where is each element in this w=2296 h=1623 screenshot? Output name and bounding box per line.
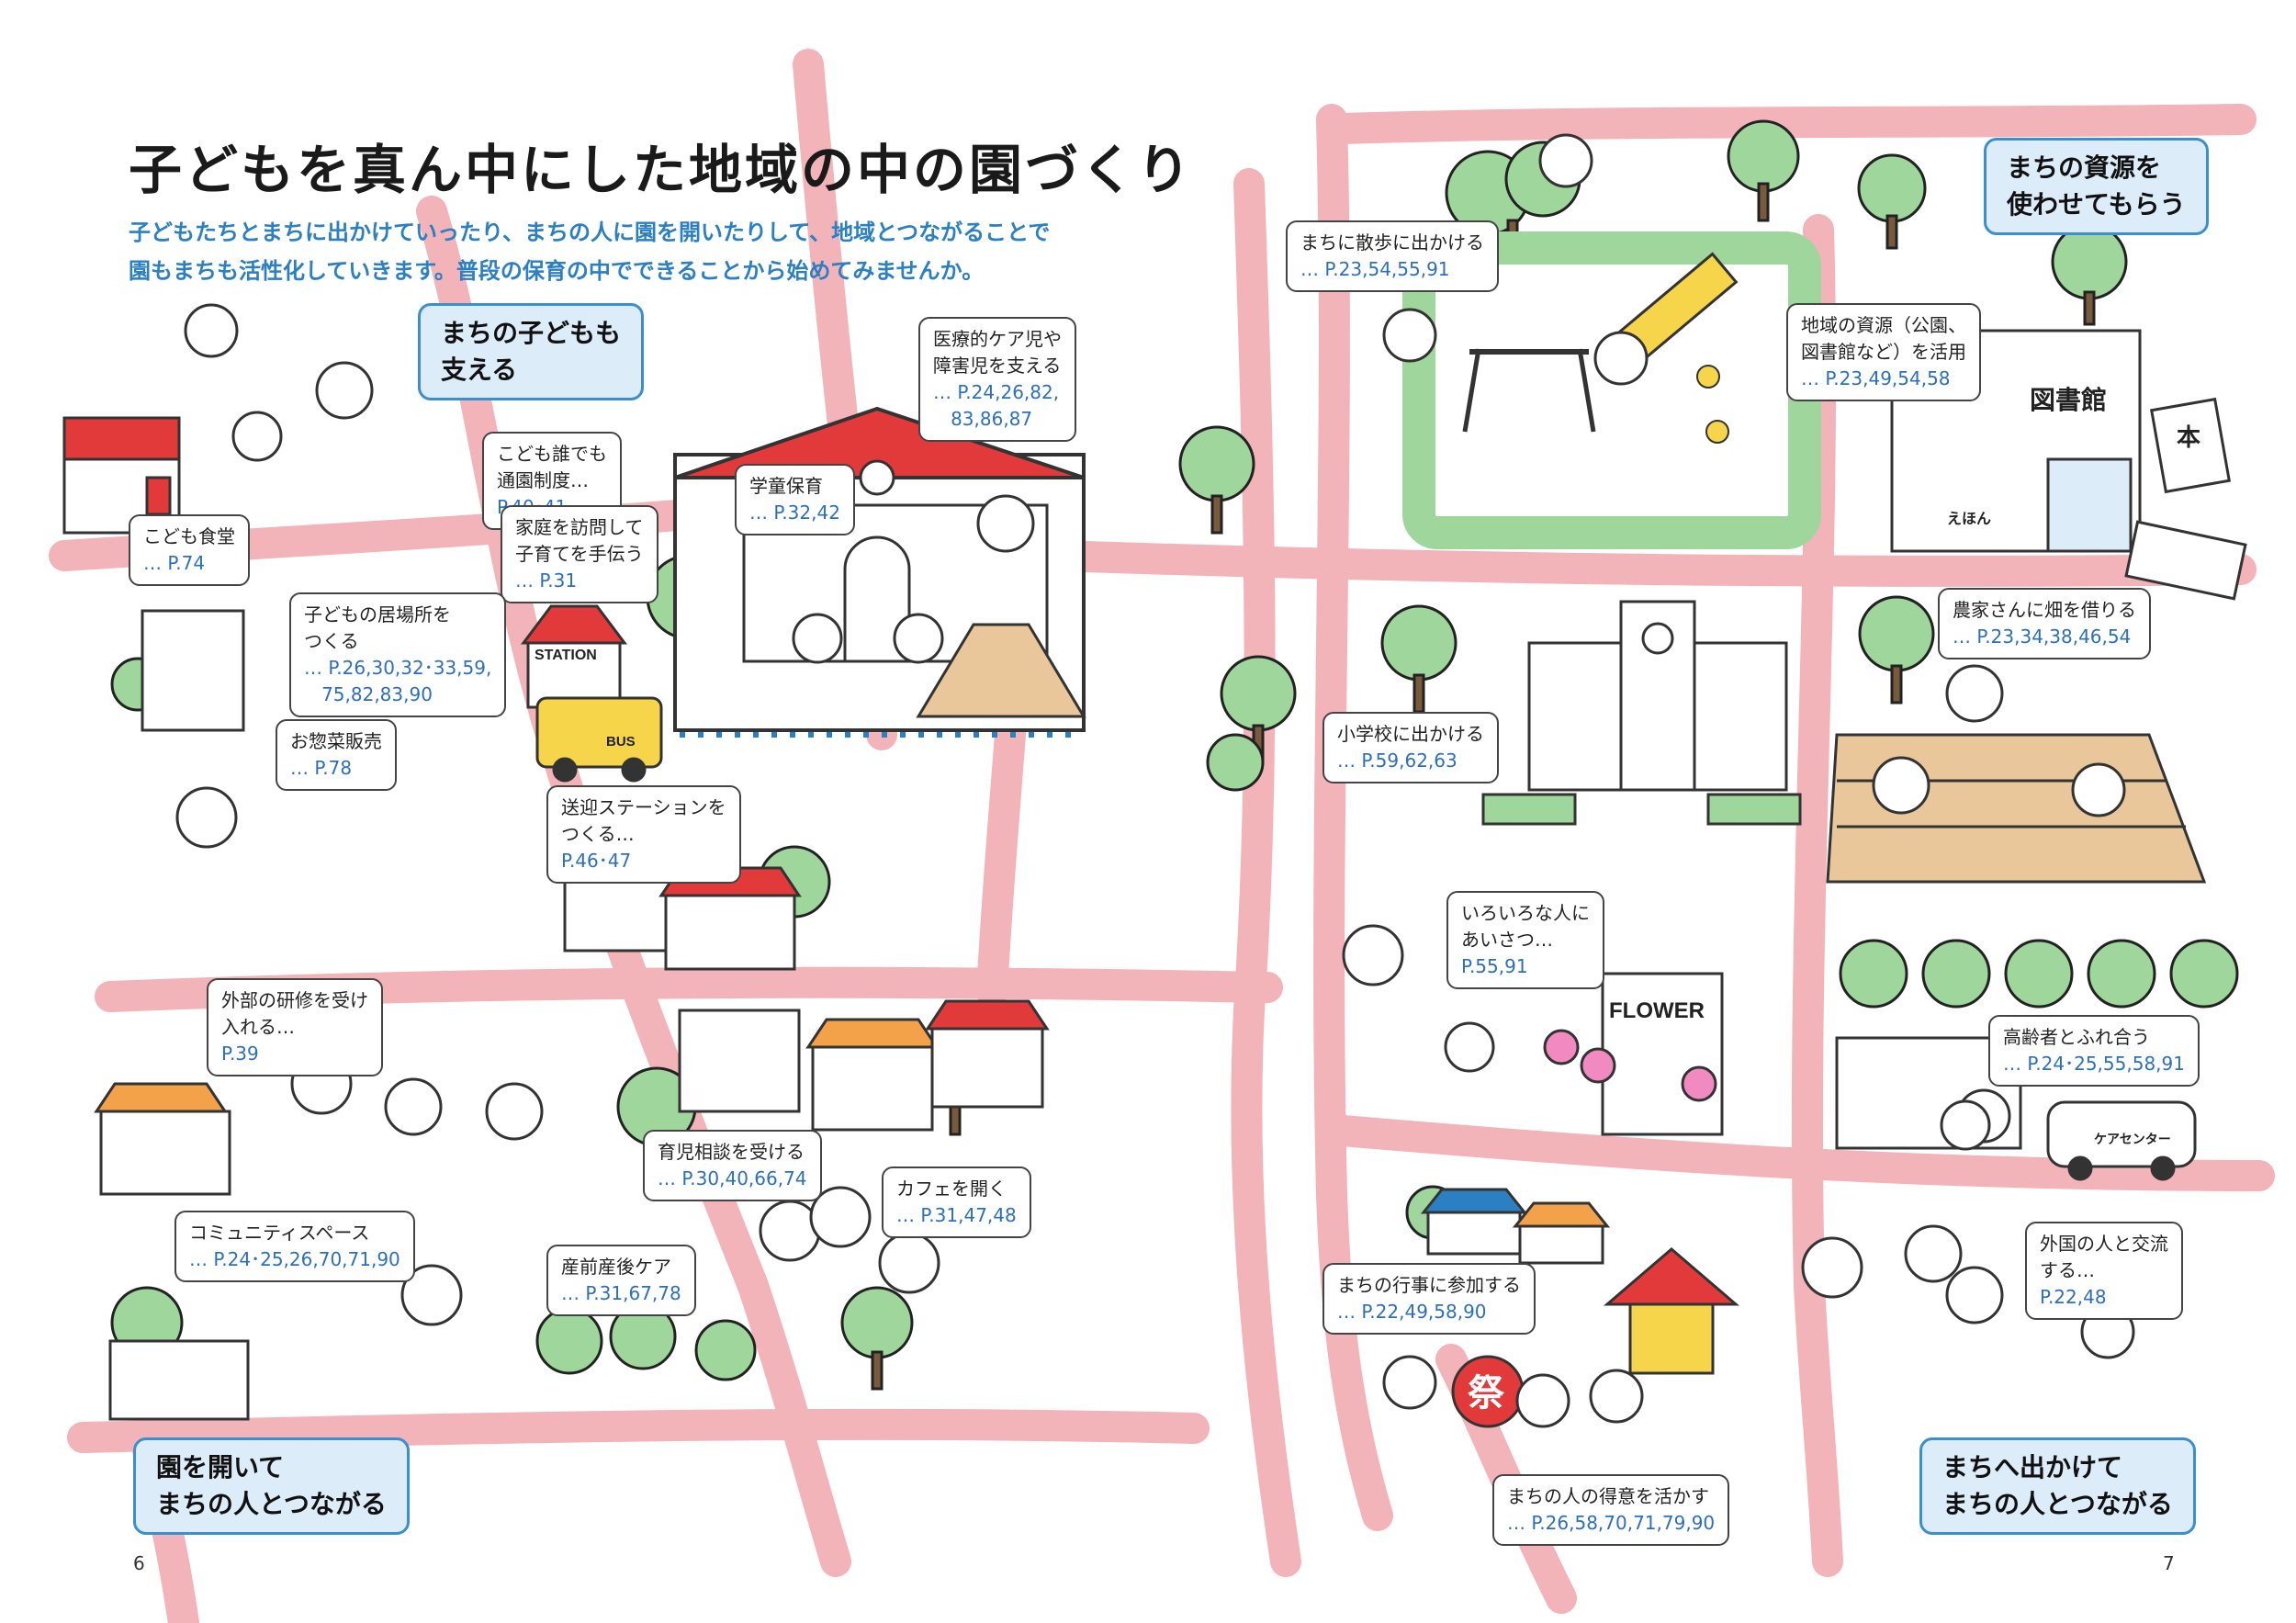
tree-icon: [1727, 119, 1800, 222]
category-open-garden: 園を開いて まちの人とつながる: [133, 1437, 410, 1535]
page-number-left: 6: [133, 1552, 145, 1574]
label-aisatsu: いろいろな人に あいさつ… P.55,91: [1446, 891, 1604, 989]
label-cafe: カフェを開く … P.31,47,48: [882, 1167, 1031, 1238]
label-ibasho: 子どもの居場所を つくる … P.26,30,32･33,59, 75,82,8…: [289, 592, 507, 717]
care-van-sign: ケアセンター: [2094, 1132, 2171, 1146]
flower-shop-icon: [1543, 972, 1724, 1136]
shrine-icon: [1451, 1247, 1740, 1428]
tree-icon: [1857, 153, 1927, 250]
label-sougei: 送迎ステーションを つくる… P.46･47: [546, 785, 741, 884]
category-go-town: まちへ出かけて まちの人とつながる: [1919, 1437, 2196, 1535]
intro-line-1: 子どもたちとまちに出かけていったり、まちの人に園を開いたりして、地域とつながるこ…: [129, 220, 1051, 245]
road-left-d: [1231, 168, 1301, 1577]
house-icon: [805, 1018, 940, 1132]
label-kenshu: 外部の研修を受け 入れる… P.39: [207, 978, 383, 1076]
label-chiiki-shigen: 地域の資源（公園、 図書館など）を活用 … P.23,49,54,58: [1786, 303, 1981, 401]
label-osozai: お惣菜販売 … P.78: [276, 719, 397, 791]
book-sign: 本: [2177, 423, 2200, 451]
flower-sign: FLOWER: [1609, 998, 1705, 1023]
kindergarten-icon: [673, 406, 1086, 738]
label-katei-houmon: 家庭を訪問して 子育てを手伝う … P.31: [501, 505, 658, 603]
tree-icon: [1858, 595, 1935, 704]
road-right-v1: [1313, 104, 1393, 1531]
label-community-space: コミュニティスペース … P.24･25,26,70,71,90: [174, 1211, 415, 1282]
label-tokui: まちの人の得意を活かす … P.26,58,70,71,79,90: [1492, 1474, 1730, 1546]
road-right-h1: [1325, 104, 2257, 144]
house-icon: [925, 999, 1050, 1109]
bus-sign: BUS: [606, 734, 636, 750]
trees: [110, 119, 2239, 1391]
house-icon: [1420, 1188, 1528, 1256]
intro-line-2: 園もまちも活性化していきます。普段の保育の中でできることから始めてみませんか。: [129, 258, 985, 284]
tree-icon: [1839, 939, 2239, 1009]
house-icon: [94, 1082, 231, 1196]
station-icon: [521, 604, 627, 709]
label-iryo-care: 医療的ケア児や 障害児を支える … P.24,26,82, 83,86,87: [918, 317, 1076, 442]
page-title: 子どもを真ん中にした地域の中の園づくり: [129, 139, 1194, 201]
bus-icon: [535, 696, 663, 783]
label-kodomo-shokudo: こども食堂 … P.74: [129, 514, 250, 586]
tree-icon: [694, 1319, 757, 1381]
road-right-h2: [1041, 540, 2257, 587]
label-sanpo: まちに散歩に出かける … P.23,54,55,91: [1286, 220, 1499, 292]
page-number-right: 7: [2163, 1552, 2175, 1574]
road-right-h3: [1316, 1114, 2275, 1191]
label-shogakko: 小学校に出かける … P.59,62,63: [1322, 712, 1499, 783]
label-gyoji: まちの行事に参加する … P.22,49,58,90: [1322, 1263, 1536, 1335]
road-h-3: [67, 1408, 1210, 1453]
station-sign: STATION: [535, 648, 597, 663]
ehon-sign: えほん: [1947, 511, 1991, 527]
house-icon: [678, 1009, 801, 1113]
tree-icon: [535, 1302, 677, 1375]
house-icon: [1512, 1201, 1611, 1265]
house-icon: [141, 609, 245, 732]
van-icon: [2046, 1100, 2197, 1181]
tree-icon: [1206, 733, 1265, 792]
tree-icon: [2051, 223, 2128, 326]
matsuri-sign: 祭: [1468, 1373, 1505, 1414]
house-icon: [108, 1339, 250, 1421]
label-gakudo: 学童保育 … P.32,42: [735, 464, 855, 535]
tree-icon: [1178, 425, 1255, 535]
category-community-kids: まちの子どもも 支える: [418, 303, 645, 400]
label-gaikoku: 外国の人と交流 する… P.22,48: [2025, 1222, 2183, 1320]
label-sanzen-sango: 産前産後ケア … P.31,67,78: [546, 1245, 696, 1316]
page-intro: 子どもたちとまちに出かけていったり、まちの人に園を開いたりして、地域とつながるこ…: [129, 213, 1065, 290]
scene-signs: STATION BUS 図書館 本 えほん FLOWER 祭 ケアセンター: [535, 385, 2200, 1414]
label-koreisha: 高齢者とふれ合う … P.24･25,55,58,91: [1988, 1015, 2200, 1087]
label-ikuji-soudan: 育児相談を受ける … P.30,40,66,74: [643, 1130, 822, 1201]
category-use-resources: まちの資源を 使わせてもらう: [1984, 138, 2209, 235]
school-icon: [1481, 600, 1802, 826]
tree-icon: [1380, 604, 1458, 714]
library-sign: 図書館: [2030, 385, 2107, 414]
tree-icon: [840, 1286, 914, 1391]
label-noka: 農家さんに畑を借りる … P.23,34,38,46,54: [1938, 588, 2151, 659]
